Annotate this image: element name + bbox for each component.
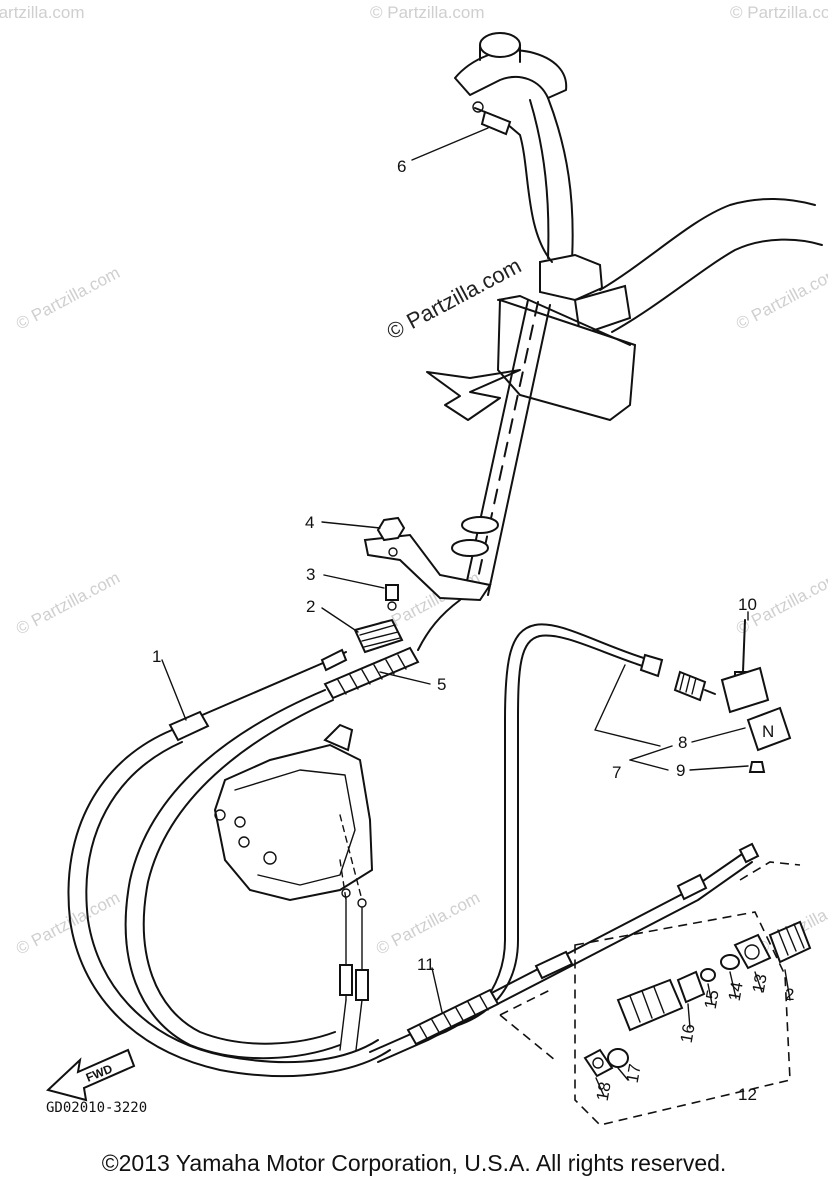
watermarks: © Partzilla.com © Partzilla.com © Partzi…	[0, 3, 828, 959]
cable-7: N	[419, 619, 792, 1041]
part-6-cable-end	[472, 101, 553, 263]
callout-13: 13	[749, 973, 771, 995]
watermark: © Partzilla.com	[373, 888, 483, 959]
watermark: © Partzilla.com	[733, 263, 828, 334]
callout-7: 7	[612, 763, 621, 782]
callout-2b: 2	[785, 985, 794, 1004]
callout-17: 17	[623, 1063, 645, 1085]
small-hardware-top	[353, 516, 406, 654]
callout-2a: 2	[306, 597, 315, 616]
callout-18: 18	[593, 1081, 615, 1103]
part-12-kit	[574, 911, 812, 1126]
fwd-arrow: FWD	[45, 1048, 136, 1102]
callout-4: 4	[305, 513, 314, 532]
parts-diagram: © Partzilla.com © Partzilla.com © Partzi…	[0, 3, 828, 1126]
engine-block	[213, 723, 374, 1051]
callout-12: 12	[738, 1085, 757, 1104]
callout-5: 5	[437, 675, 446, 694]
callout-8: 8	[678, 733, 687, 752]
callout-6: 6	[397, 157, 406, 176]
watermark: © Partzilla.com	[370, 3, 485, 22]
callout-15: 15	[701, 989, 723, 1011]
steering-assembly	[363, 32, 823, 602]
callout-14: 14	[725, 981, 747, 1003]
callout-10: 10	[738, 595, 757, 614]
callout-9: 9	[676, 761, 685, 780]
watermark: © Partzilla.com	[13, 263, 123, 334]
copyright-notice: ©2013 Yamaha Motor Corporation, U.S.A. A…	[101, 1150, 727, 1176]
leader-lines	[161, 127, 791, 1097]
callout-1: 1	[152, 647, 161, 666]
drawing-code: GD02010-3220	[46, 1100, 147, 1116]
watermark: © Partzilla.com	[730, 3, 828, 22]
watermark: © Partzilla.com	[0, 3, 85, 22]
cables-main	[67, 599, 461, 1078]
watermark: © Partzilla.com	[13, 568, 123, 639]
callout-3: 3	[306, 565, 315, 584]
callouts: 6 4 3 2 1 5 10 8 7 9 11 2 13 14 15 16 17…	[152, 157, 794, 1104]
callout-16: 16	[677, 1023, 699, 1045]
cable-11	[369, 842, 801, 1063]
callout-11: 11	[417, 955, 435, 974]
badge-letter: N	[762, 722, 774, 741]
